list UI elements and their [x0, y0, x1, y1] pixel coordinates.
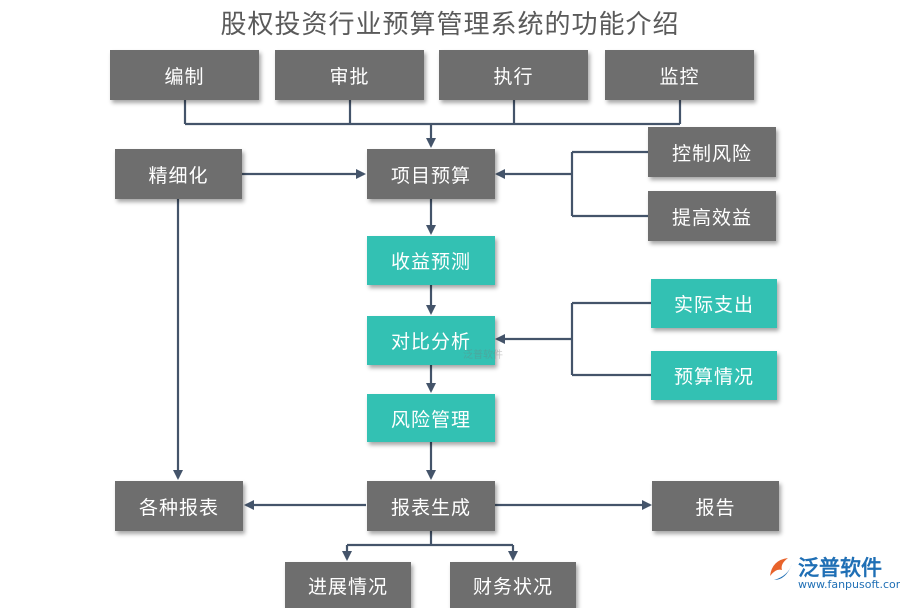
node-tigao-xiaoyi: 提高效益 [648, 191, 776, 241]
node-baobiao-shengcheng: 报表生成 [367, 481, 495, 531]
node-gezhong-baobiao: 各种报表 [115, 481, 243, 531]
watermark: 泛普软件 [463, 350, 503, 361]
brand-logo-url: www.fanpusoft.com [798, 578, 900, 591]
node-xiangmu-yusuan: 项目预算 [367, 149, 495, 199]
node-shouyi-yuce: 收益预测 [367, 236, 495, 285]
brand-logo: 泛普软件 www.fanpusoft.com [766, 552, 900, 596]
node-zhixing: 执行 [439, 50, 588, 100]
node-kongzhi-fengxian: 控制风险 [648, 127, 776, 177]
node-fengxian-guanli: 风险管理 [367, 394, 495, 442]
node-duibi-fenxi: 对比分析 [367, 316, 495, 365]
node-jingxihua: 精细化 [115, 149, 242, 199]
node-shenpi: 审批 [275, 50, 424, 100]
node-shiji-zhichu: 实际支出 [651, 279, 777, 328]
brand-logo-name: 泛普软件 [798, 556, 882, 580]
node-baogao: 报告 [652, 481, 779, 531]
brand-logo-icon [770, 558, 792, 580]
diagram-title: 股权投资行业预算管理系统的功能介绍 [220, 10, 680, 40]
node-yusuan-qingkuang: 预算情况 [651, 351, 777, 400]
node-bianzhi: 编制 [110, 50, 259, 100]
node-caiwu-zhuangkuang: 财务状况 [450, 562, 576, 608]
node-jiankong: 监控 [605, 50, 754, 100]
node-jinzhan-qingkuang: 进展情况 [285, 562, 411, 608]
